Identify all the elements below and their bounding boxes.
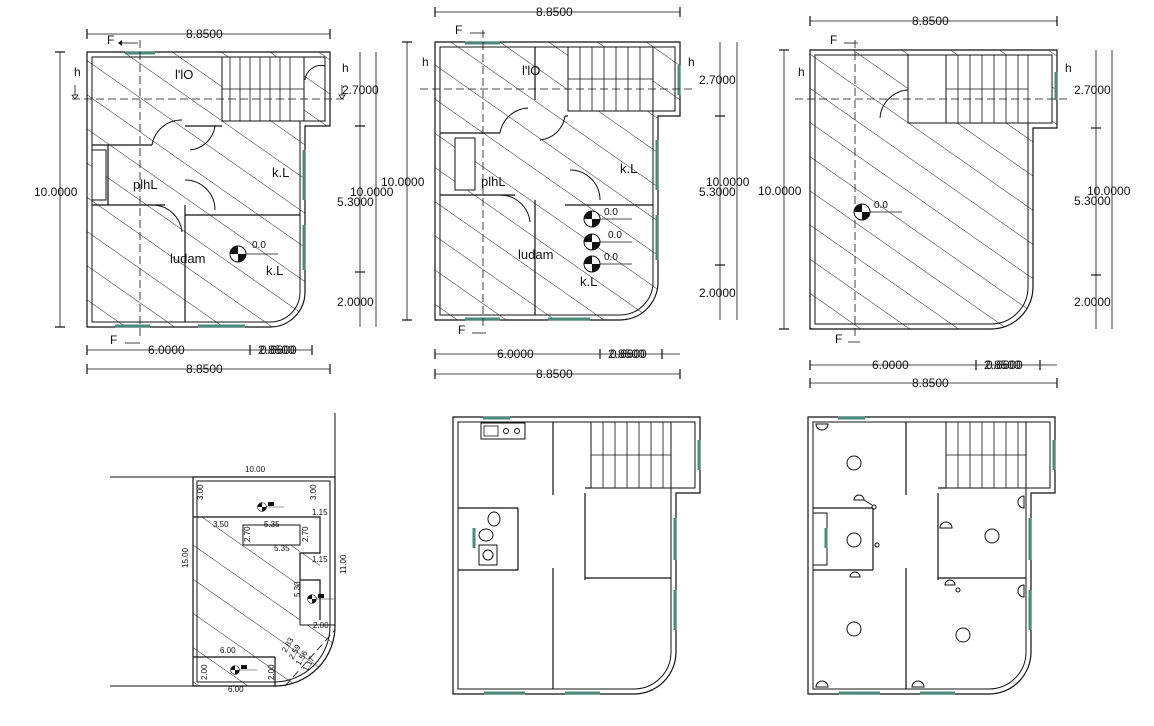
- section-label: F: [835, 332, 842, 346]
- dimension-label: 2.8500: [984, 358, 1021, 372]
- plan-4-site-levels: 10.00 3.00 3.00 1.15 3.50 5.35 2.70 2.70…: [110, 413, 348, 694]
- dimension-label: 5.35: [274, 544, 290, 553]
- section-label: F: [107, 33, 114, 47]
- dimension-label: 15.00: [181, 547, 190, 568]
- plan-2-first-floor: l'lO plhL k.L ludam k.L 0.0 0.0 0.0 F F …: [381, 5, 750, 381]
- light-icon: [846, 621, 862, 637]
- wall-light-icon: [815, 680, 829, 688]
- light-icon: [846, 532, 862, 548]
- section-label: F: [110, 333, 117, 347]
- dimension-label: 2.00: [200, 664, 209, 680]
- dimension-label: 10.0000: [350, 185, 394, 199]
- wall-light-icon: [911, 680, 925, 688]
- level-value: 0.0: [604, 207, 618, 218]
- dimension-label: 5.3000: [1074, 194, 1111, 208]
- section-label: h: [1065, 61, 1072, 75]
- dimension-label: 3.00: [309, 484, 318, 500]
- switch-icon: [849, 571, 861, 578]
- dimension-label: 8.8500: [536, 5, 573, 19]
- dimension-label: 8.8500: [536, 367, 573, 381]
- room-label: plhL: [133, 177, 158, 192]
- section-label: F: [830, 33, 837, 47]
- dimension-label: 3.00: [196, 484, 205, 500]
- plan-1-ground-floor: l'lO plhL k.L ludam k.L 0.0 F F h h 8.85…: [34, 27, 394, 376]
- section-label: h: [74, 65, 81, 79]
- plan-5-furniture-layout: [452, 416, 701, 695]
- section-label: F: [458, 323, 465, 337]
- dimension-label: 10.0000: [1087, 184, 1131, 198]
- dimension-label: 8.8500: [912, 14, 949, 28]
- dimension-label: 6.00: [220, 646, 236, 655]
- dimension-label: 3.50: [213, 520, 229, 529]
- level-value: 0.0: [252, 240, 266, 251]
- dimension-label: 10.0000: [34, 185, 78, 199]
- dimension-label: 6.00: [228, 685, 244, 694]
- dimension-label: 5.35: [264, 520, 280, 529]
- room-label: k.L: [272, 165, 289, 180]
- dimension-label: 1.15: [312, 508, 328, 517]
- dimension-label: 0.6600: [260, 343, 297, 357]
- dimension-label: 2.8500: [258, 343, 295, 357]
- room-label: k.L: [580, 274, 597, 289]
- dimension-label: 2.0000: [1074, 295, 1111, 309]
- wall-light-icon: [1017, 584, 1025, 598]
- dimension-label: 10.00: [245, 465, 266, 474]
- dimension-label: 8.8500: [912, 376, 949, 390]
- level-value: 0.0: [608, 230, 622, 241]
- light-icon: [984, 528, 1000, 544]
- dimension-label: 11.00: [339, 554, 348, 574]
- dimension-label: 8.8500: [186, 27, 223, 41]
- dimension-label: 2.00: [267, 664, 276, 680]
- dimension-label: 2.00: [313, 621, 329, 630]
- dimension-label: 2.8500: [608, 347, 645, 361]
- section-label: h: [422, 55, 429, 69]
- plan-6-electrical-layout: [807, 416, 1056, 695]
- level-value: 0.0: [874, 200, 888, 211]
- dimension-label: 0.6600: [610, 347, 647, 361]
- dimension-label: 10.0000: [706, 175, 750, 189]
- room-label: l'lO: [522, 63, 540, 78]
- dimension-label: 8.8500: [186, 362, 223, 376]
- dimension-label: 5.3000: [337, 195, 374, 209]
- dimension-label: 0.6600: [986, 358, 1023, 372]
- dimension-label: 2.7000: [1074, 83, 1111, 97]
- wall-light-icon: [1017, 495, 1025, 509]
- dimension-label: 5.30: [293, 581, 302, 597]
- room-label: ludam: [170, 251, 205, 266]
- dimension-label: 2.0000: [337, 295, 374, 309]
- wall-light-icon: [939, 521, 953, 529]
- dimension-label: 2.70: [243, 526, 252, 542]
- dimension-label: 2.7000: [699, 73, 736, 87]
- light-icon: [955, 627, 971, 643]
- light-icon: [846, 455, 862, 471]
- dimension-label: 2.7000: [342, 83, 379, 97]
- dimension-label: 6.0000: [148, 343, 185, 357]
- room-label: plhL: [481, 174, 506, 189]
- section-label: h: [688, 55, 695, 69]
- plan-3-roof: 0.0 F F h h 8.8500 10.0000 2.7000 10.000…: [758, 14, 1131, 390]
- dimension-label: 10.0000: [758, 184, 802, 198]
- switch-icon: [944, 579, 956, 586]
- dimension-label: 6.0000: [872, 358, 909, 372]
- dimension-label: 10.0000: [381, 175, 425, 189]
- wall-light-icon: [815, 423, 829, 431]
- room-label: ludam: [518, 247, 553, 262]
- section-label: F: [455, 23, 462, 37]
- switch-icon: [853, 494, 865, 501]
- section-label: h: [342, 61, 349, 75]
- dimension-label: 2.70: [301, 526, 310, 542]
- dimension-label: 5.3000: [699, 185, 736, 199]
- section-label: h: [798, 65, 805, 79]
- level-value: 0.0: [604, 252, 618, 263]
- room-label: k.L: [266, 263, 283, 278]
- room-label: k.L: [620, 161, 637, 176]
- dimension-label: 6.0000: [497, 347, 534, 361]
- dimension-label: 1.15: [312, 555, 328, 564]
- room-label: l'lO: [175, 67, 193, 82]
- dimension-label: 2.0000: [699, 286, 736, 300]
